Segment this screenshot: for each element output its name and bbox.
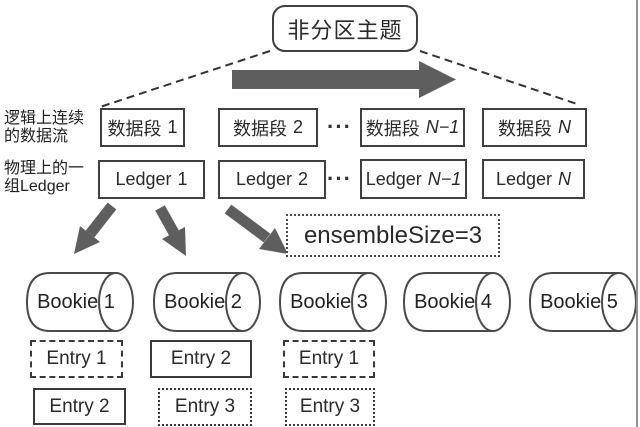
- cylinder-shape: [528, 272, 637, 332]
- cylinder-shape: [152, 272, 261, 332]
- ledger-box-1: Ledger 1: [98, 160, 205, 199]
- screenshot-right-edge-line: [636, 0, 638, 427]
- annotation-physical-ledgers: 物理上的一 组Ledger: [4, 160, 85, 195]
- segment-box-n: 数据段 N: [482, 108, 587, 147]
- cylinder-shape: [278, 272, 387, 332]
- segment-box-1: 数据段 1: [100, 108, 185, 147]
- ensemble-size-callout: ensembleSize=3: [286, 214, 500, 257]
- bookie-cylinder-1: Bookie 1: [23, 271, 135, 333]
- entry-box-bookie1-row2: Entry 2: [33, 388, 126, 425]
- entry-box-bookie3-row1: Entry 1: [283, 340, 375, 378]
- dashed-connector-right: [419, 50, 581, 106]
- write-arrow-3: [224, 204, 288, 254]
- flow-direction-arrow: [232, 61, 456, 98]
- dashed-connector-left: [99, 50, 271, 108]
- entry-box-bookie2-row1: Entry 2: [150, 340, 252, 378]
- topic-label: 非分区主题: [287, 17, 403, 43]
- segment-box-n-1: 数据段 N−1: [360, 108, 465, 147]
- segment-box-2: 数据段 2: [218, 108, 318, 147]
- entry-box-bookie3-row2: Entry 3: [285, 388, 375, 426]
- cylinder-shape: [402, 272, 511, 332]
- ledger-box-n: Ledger N: [482, 159, 585, 199]
- write-arrow-1: [74, 202, 117, 254]
- cylinder-shape: [25, 272, 134, 332]
- bookie-cylinder-4: Bookie 4: [400, 271, 512, 333]
- topic-box: 非分区主题: [272, 5, 418, 52]
- entry-box-bookie1-row1: Entry 1: [30, 340, 123, 378]
- write-arrow-2: [155, 205, 186, 256]
- segment-ellipsis: ···: [327, 114, 352, 139]
- entry-box-bookie2-row2: Entry 3: [158, 388, 252, 426]
- ledger-ellipsis: ···: [327, 166, 352, 191]
- bookie-cylinder-3: Bookie 3: [276, 271, 388, 333]
- ledger-box-n-1: Ledger N−1: [360, 159, 467, 199]
- bookie-cylinder-5: Bookie 5: [526, 271, 638, 333]
- ledger-box-2: Ledger 2: [218, 160, 326, 199]
- annotation-logical-stream: 逻辑上连续 的数据流: [4, 110, 85, 145]
- bookie-cylinder-2: Bookie 2: [150, 271, 262, 333]
